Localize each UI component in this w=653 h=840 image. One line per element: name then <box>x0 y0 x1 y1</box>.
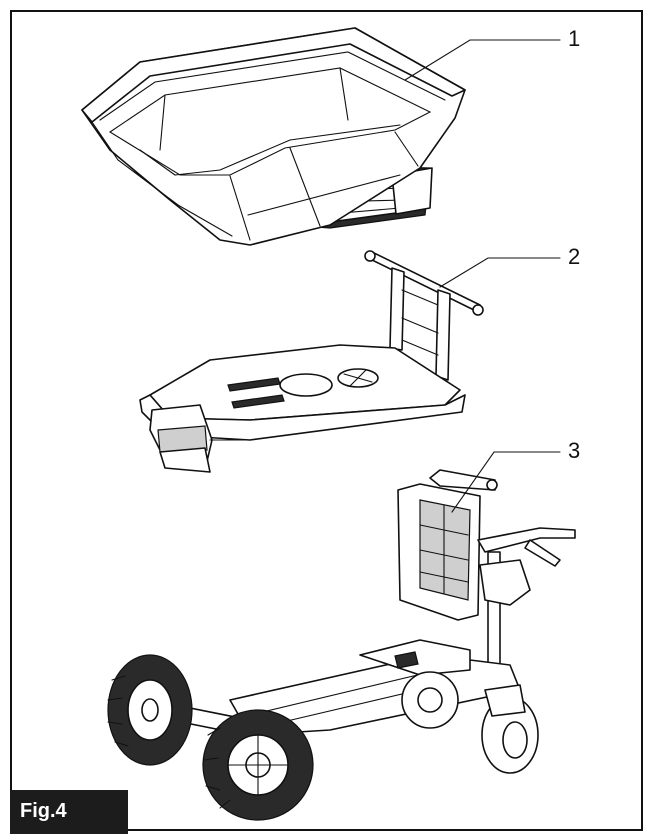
callout-3: 3 <box>568 438 581 463</box>
dump-bucket-drawing <box>81 27 466 246</box>
leader-lines <box>404 39 561 513</box>
callout-1: 1 <box>568 26 581 51</box>
wheeled-chassis-drawing <box>107 469 576 821</box>
callout-2: 2 <box>568 244 581 269</box>
flat-deck-platform-drawing <box>139 250 484 473</box>
figure-label: Fig.4 <box>10 790 128 834</box>
